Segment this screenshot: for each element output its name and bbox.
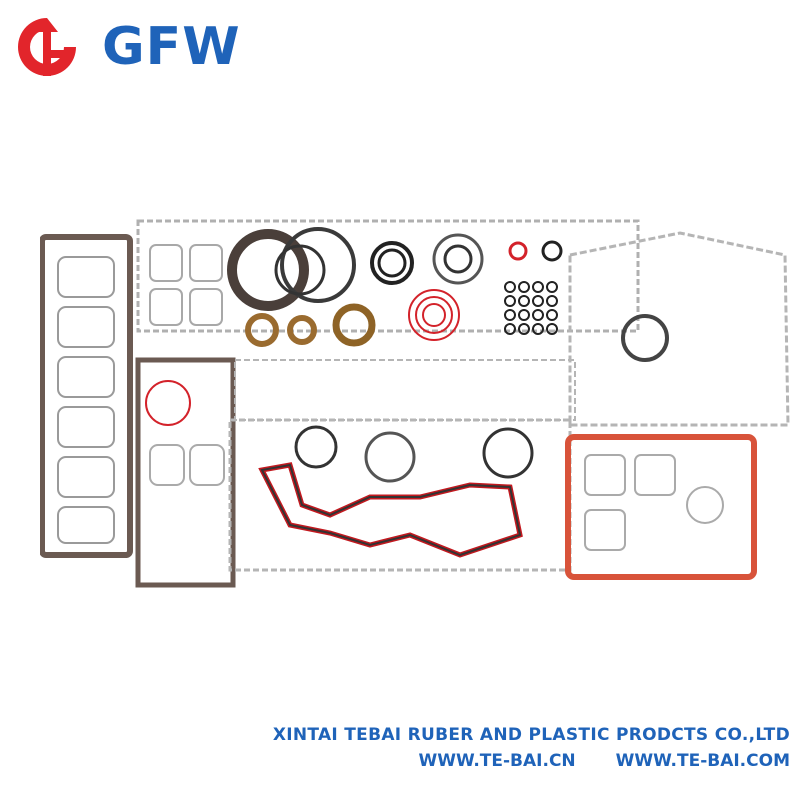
company-footer: XINTAI TEBAI RUBER AND PLASTIC PRODCTS C… <box>273 725 790 771</box>
website-urls: WWW.TE-BAI.CN WWW.TE-BAI.COM <box>273 751 790 771</box>
brand-name: GFW <box>102 17 241 77</box>
company-name: XINTAI TEBAI RUBER AND PLASTIC PRODCTS C… <box>272 725 790 745</box>
website-url-cn[interactable]: WWW.TE-BAI.CN <box>418 751 576 771</box>
gfw-arrow-logo-icon <box>18 18 76 76</box>
gasket-set-photo <box>40 219 790 588</box>
brand-logo: GFW <box>14 14 241 80</box>
website-url-com[interactable]: WWW.TE-BAI.COM <box>615 751 790 771</box>
